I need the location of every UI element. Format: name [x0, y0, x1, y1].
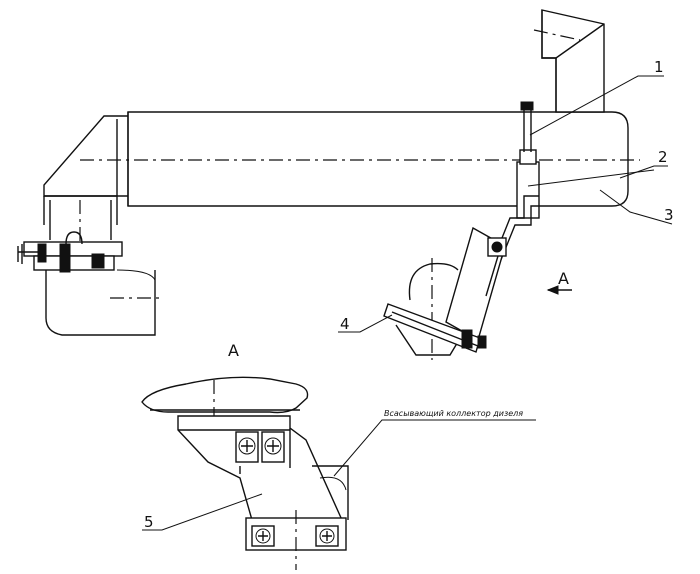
callout-2: 2	[658, 148, 668, 166]
left-elbow	[43, 115, 160, 336]
view-arrow-label: A	[558, 269, 569, 288]
detail-view-a	[141, 376, 349, 570]
leader-lines	[142, 75, 673, 531]
intake-pipe-section	[395, 258, 463, 360]
clamp-4	[383, 303, 487, 353]
left-flange-clamp	[17, 231, 123, 273]
callout-5: 5	[144, 513, 154, 531]
intake-manifold-note: Всасывающий коллектор дизеля	[384, 409, 523, 418]
silencer-body	[80, 111, 640, 207]
view-a-label: A	[228, 341, 239, 360]
callout-3: 3	[664, 206, 674, 224]
callout-4: 4	[340, 315, 350, 333]
top-inlet-pipe	[533, 9, 605, 113]
callout-1: 1	[654, 58, 664, 76]
mounting-bracket	[489, 101, 540, 273]
support-arm	[445, 226, 507, 342]
